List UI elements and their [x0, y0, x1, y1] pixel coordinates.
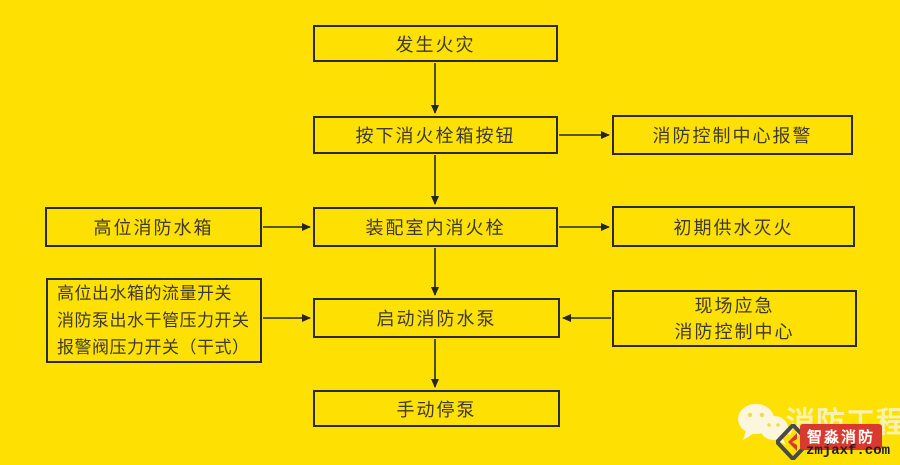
switches-line-2: 消防泵出水干管压力开关 — [57, 311, 250, 330]
node-press-hydrant-button: 按下消火栓箱按钮 — [313, 116, 558, 154]
node-control-center-alarm: 消防控制中心报警 — [612, 115, 853, 155]
node-high-level-water-tank: 高位消防水箱 — [45, 207, 262, 247]
wechat-bubbles-icon — [738, 404, 788, 445]
node-initial-water-supply: 初期供水灭火 — [612, 206, 855, 247]
brand-badge: 智淼消防 — [800, 424, 883, 450]
node-fire-occurs: 发生火灾 — [313, 25, 558, 62]
node-pressure-flow-switches: 高位出水箱的流量开关 消防泵出水干管压力开关 报警阀压力开关（干式） — [46, 278, 262, 363]
node-manual-pump-stop: 手动停泵 — [313, 390, 560, 427]
node-deploy-indoor-hydrant: 装配室内消火栓 — [313, 207, 558, 247]
node-start-fire-pump: 启动消防水泵 — [313, 298, 560, 338]
switches-line-1: 高位出水箱的流量开关 — [57, 284, 232, 303]
node-onsite-emergency-control: 现场应急 消防控制中心 — [612, 290, 857, 347]
onsite-line-2: 消防控制中心 — [674, 321, 795, 342]
onsite-line-1: 现场应急 — [694, 295, 775, 316]
switches-line-3: 报警阀压力开关（干式） — [57, 338, 250, 357]
brand-domain-text: zmjaxf.com — [806, 443, 891, 459]
